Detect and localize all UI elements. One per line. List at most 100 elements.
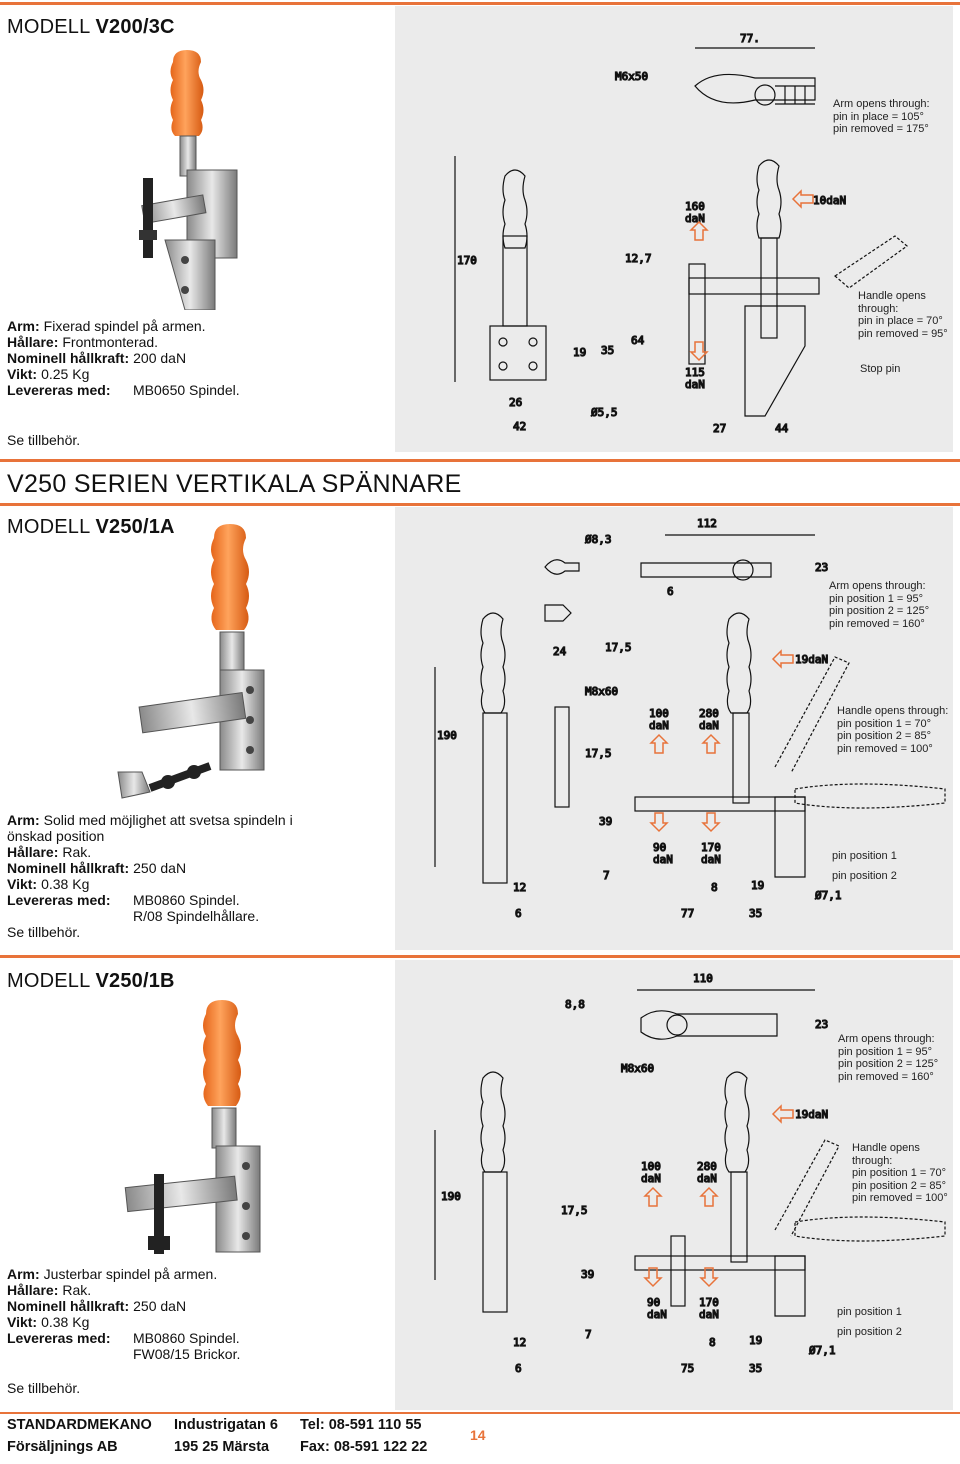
dim-label: 77 xyxy=(681,907,694,920)
arrow-down-icon xyxy=(699,1267,719,1288)
model-prefix: MODELL xyxy=(7,516,96,538)
note-line: pin position 2 = 85° xyxy=(837,730,931,743)
dim-label: 190 xyxy=(441,1190,461,1203)
dim-label: 7 xyxy=(585,1328,592,1341)
model-prefix: MODELL xyxy=(7,16,96,38)
note-line: pin in place = 105° xyxy=(833,110,924,123)
spec-value: Rak. xyxy=(62,1282,92,1298)
spec-value: önskad position xyxy=(7,828,105,844)
dim-label: daN xyxy=(647,1308,667,1321)
dim-label: 39 xyxy=(581,1268,594,1281)
dim-label: 112 xyxy=(697,517,717,530)
dim-label: 23 xyxy=(815,1018,828,1031)
arrow-up-icon xyxy=(689,220,709,241)
dim-label: 6 xyxy=(667,585,674,598)
dim-label: Ø7,1 xyxy=(809,1344,836,1357)
footer-rule xyxy=(0,1412,960,1414)
model-rule-v250-1a xyxy=(0,503,960,506)
note-line: Arm opens through: xyxy=(829,580,926,592)
dim-label: 12 xyxy=(513,1336,526,1349)
model-title-v200: MODELL V200/3C xyxy=(7,16,175,39)
dim-label: 12 xyxy=(513,881,526,894)
spec-label: Vikt: xyxy=(7,366,38,382)
arrow-up-icon xyxy=(699,1186,719,1207)
spec-value: Justerbar spindel på armen. xyxy=(43,1266,218,1282)
dim-label: 19 xyxy=(751,879,764,892)
spec-label: Hållare: xyxy=(7,334,59,350)
dim-label: M6x50 xyxy=(615,70,648,83)
note-line: pin removed = 160° xyxy=(829,617,925,630)
note-handle-opens-v200: Handle opens through: pin in place = 70°… xyxy=(858,290,948,340)
dim-label: daN xyxy=(649,719,669,732)
dim-label: 170 xyxy=(701,841,721,854)
note-line: pin in place = 70° xyxy=(858,315,943,328)
arrow-up-icon xyxy=(643,1186,663,1207)
dim-label: daN xyxy=(699,719,719,732)
dim-label: 17,5 xyxy=(561,1204,588,1217)
note-line: pin removed = 100° xyxy=(837,742,933,755)
dim-label: daN xyxy=(685,378,705,391)
arrow-left-icon xyxy=(771,649,794,669)
model-prefix: MODELL xyxy=(7,970,96,992)
spec-value: 0.25 Kg xyxy=(41,366,90,382)
drawing-v200: 77. M6x50 170 19 35 26 42 Ø5,5 12,7 160 … xyxy=(454,31,908,436)
spec-label: Nominell hållkraft: xyxy=(7,1298,130,1314)
clamp-photo-v250-1a xyxy=(117,524,265,799)
dim-label: 19daN xyxy=(795,1108,828,1121)
dim-label: 64 xyxy=(631,334,645,347)
arrow-down-icon xyxy=(689,341,709,362)
spec-label: Hållare: xyxy=(7,1282,59,1298)
dim-label: 6 xyxy=(515,1362,522,1375)
dim-label: 280 xyxy=(697,1160,717,1173)
dim-label: 100 xyxy=(641,1160,661,1173)
arrow-down-icon xyxy=(701,812,721,833)
dim-label: Ø8,3 xyxy=(585,533,612,546)
dim-label: daN xyxy=(697,1172,717,1185)
note-line: through: xyxy=(858,302,899,315)
note-arm-opens-v200: Arm opens through: pin in place = 105° p… xyxy=(833,98,930,136)
dim-label: 17,5 xyxy=(605,641,632,654)
dim-label: 35 xyxy=(749,1362,762,1375)
note-line: Arm opens through: xyxy=(838,1033,935,1045)
spec-label: Levereras med: xyxy=(7,892,111,908)
note-stop-pin: Stop pin xyxy=(860,363,901,375)
spec-value: 0.38 Kg xyxy=(41,876,90,892)
spec-label: Arm: xyxy=(7,1266,40,1282)
spec-value: MB0860 Spindel. xyxy=(133,892,240,908)
specs-v200: Arm:Fixerad spindel på armen. Hållare:Fr… xyxy=(7,318,240,398)
page-number: 14 xyxy=(470,1427,486,1443)
series-title: V250 SERIEN VERTIKALA SPÄNNARE xyxy=(7,470,462,498)
dim-label: 24 xyxy=(553,645,567,658)
spec-value: R/08 Spindelhållare. xyxy=(133,908,260,924)
footer-contact: Tel: 08-591 110 55 Fax: 08-591 122 22 xyxy=(300,1414,427,1458)
dim-label: M8x60 xyxy=(585,685,618,698)
dim-label: 26 xyxy=(509,396,522,409)
spec-label: Arm: xyxy=(7,812,40,828)
company-name-2: Försäljnings AB xyxy=(7,1439,118,1455)
clamp-photo-v200 xyxy=(139,50,238,310)
dim-label: daN xyxy=(641,1172,661,1185)
spec-value: 250 daN xyxy=(133,860,187,876)
note-line: pin position 1 = 70° xyxy=(852,1167,946,1180)
drawing-v250-1b: 110 8,8 23 M8x60 19daN 190 100 daN 280 d… xyxy=(434,971,946,1376)
dim-label: 35 xyxy=(749,907,762,920)
dim-label: 27 xyxy=(713,422,726,435)
note-pin-position-2: pin position 2 xyxy=(832,870,897,882)
note-line: pin removed = 100° xyxy=(852,1192,948,1205)
dim-label: 39 xyxy=(599,815,612,828)
model-code: V250/1A xyxy=(95,516,175,538)
spec-value: Rak. xyxy=(62,844,92,860)
model-code: V250/1B xyxy=(95,970,175,992)
spec-value: 0.38 Kg xyxy=(41,1314,90,1330)
note-line: pin position 1 = 70° xyxy=(837,717,931,730)
dim-label: daN xyxy=(653,853,673,866)
spec-label: Vikt: xyxy=(7,1314,38,1330)
spec-value: MB0650 Spindel. xyxy=(133,382,240,398)
dim-label: 90 xyxy=(653,841,666,854)
fax-number: Fax: 08-591 122 22 xyxy=(300,1439,428,1455)
footer-address: Industrigatan 6 195 25 Märsta xyxy=(174,1414,278,1458)
spec-value: Fixerad spindel på armen. xyxy=(43,318,206,334)
dim-label: Ø7,1 xyxy=(815,889,842,902)
dim-label: 10daN xyxy=(813,194,846,207)
note-line: pin position 2 = 125° xyxy=(829,605,930,618)
